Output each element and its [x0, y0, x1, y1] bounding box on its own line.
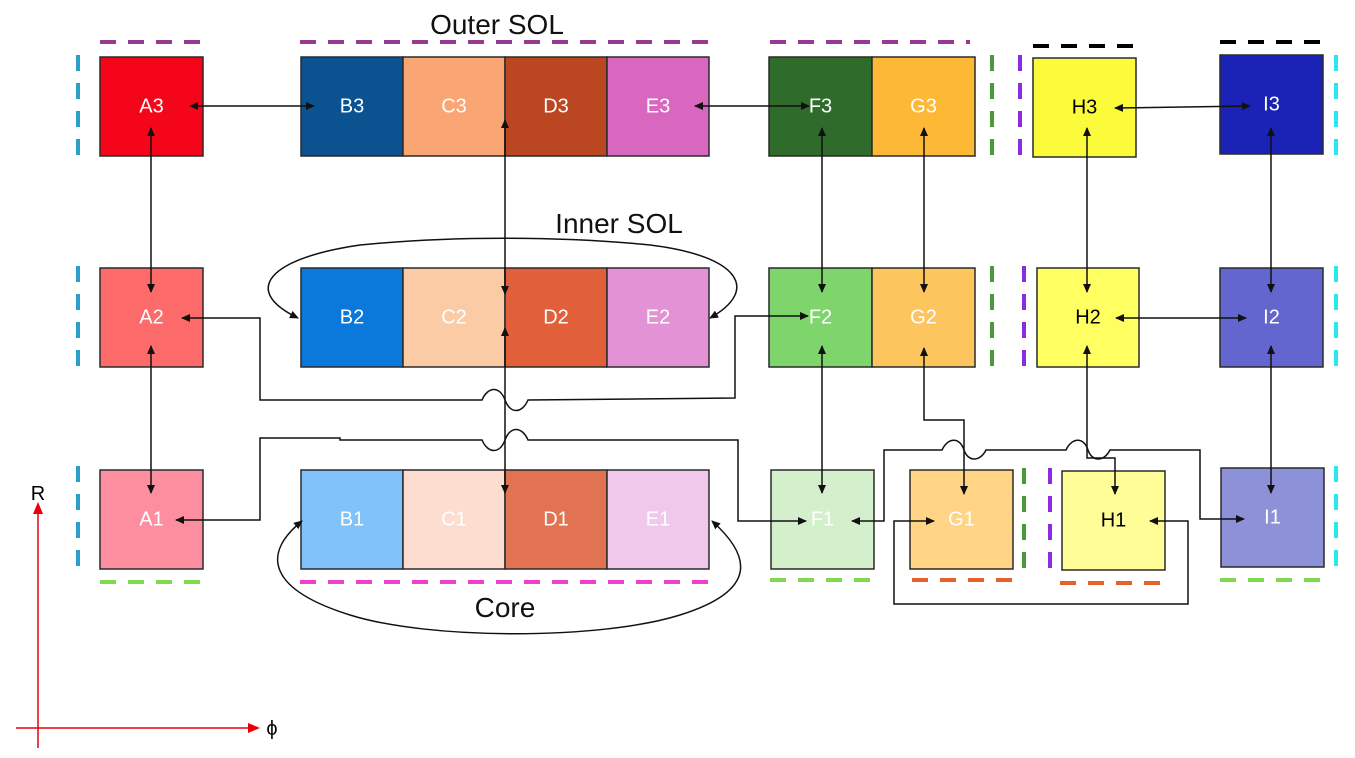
link-b1-e1-loop — [276, 520, 742, 635]
link-a1-f1 — [175, 428, 807, 525]
cell-a1-label: A1 — [139, 509, 163, 531]
cell-f2: F2 — [768, 267, 873, 368]
cell-g3-label: G3 — [910, 96, 937, 118]
link-g1-h1-loop — [893, 517, 1189, 605]
cell-a2-label: A2 — [139, 307, 163, 329]
link-h3-i3 — [1114, 102, 1251, 112]
cell-c3: C3 — [402, 56, 506, 157]
link-h2-h1 — [1083, 345, 1119, 495]
cell-i1-label: I1 — [1264, 507, 1281, 529]
cell-e3-box — [606, 56, 710, 157]
cell-d2-label: D2 — [543, 307, 569, 329]
cell-i3-label: I3 — [1263, 94, 1280, 116]
cell-c1: C1 — [402, 469, 506, 570]
phi-axis-label: ϕ — [266, 718, 277, 740]
link-g2-g1 — [920, 347, 968, 495]
cell-c3-box — [402, 56, 506, 157]
cell-f1-label: F1 — [811, 509, 834, 531]
cell-b2: B2 — [300, 267, 404, 368]
cell-c1-label: C1 — [441, 509, 467, 531]
core-label: Core — [475, 592, 536, 623]
cell-c2-label: C2 — [441, 307, 467, 329]
cell-e2-label: E2 — [646, 307, 670, 329]
r-axis-arrow — [33, 502, 43, 514]
inner-sol-label: Inner SOL — [555, 208, 683, 239]
r-axis-label: R — [31, 483, 45, 505]
cell-h3-label: H3 — [1072, 97, 1098, 119]
cell-g1-label: G1 — [948, 509, 975, 531]
dashed-boundaries — [76, 40, 1338, 585]
cell-i1: I1 — [1220, 467, 1325, 568]
cell-d3-box — [504, 56, 608, 157]
connectors — [147, 102, 1275, 635]
cell-b3: B3 — [300, 56, 404, 157]
cell-b2-label: B2 — [340, 307, 364, 329]
cell-d1-label: D1 — [543, 509, 569, 531]
cell-e2: E2 — [606, 267, 710, 368]
cell-h1-label: H1 — [1101, 510, 1127, 532]
cell-e1-label: E1 — [646, 509, 670, 531]
link-b2-e2-loop — [267, 237, 738, 319]
cell-d2: D2 — [504, 267, 608, 368]
cell-c2: C2 — [402, 267, 506, 368]
link-a2-f2 — [181, 312, 809, 412]
cell-i2-label: I2 — [1263, 307, 1280, 329]
phi-axis-arrow — [248, 723, 260, 733]
cell-f3-label: F3 — [809, 96, 832, 118]
axes: R ϕ — [16, 483, 278, 748]
cell-f2-label: F2 — [809, 307, 832, 329]
cell-e3: E3 — [606, 56, 710, 157]
cell-b1: B1 — [300, 469, 404, 570]
cell-d3-label: D3 — [543, 96, 569, 118]
cell-d1: D1 — [504, 469, 608, 570]
cell-h1: H1 — [1061, 470, 1166, 571]
cell-e3-label: E3 — [646, 96, 670, 118]
cell-g1: G1 — [909, 469, 1014, 570]
cell-d3: D3 — [504, 56, 608, 157]
cell-h2-label: H2 — [1075, 307, 1101, 329]
cell-g2-label: G2 — [910, 307, 937, 329]
outer-sol-label: Outer SOL — [430, 9, 564, 40]
cell-e1: E1 — [606, 469, 710, 570]
cell-b1-label: B1 — [340, 509, 364, 531]
cell-b3-label: B3 — [340, 96, 364, 118]
cell-c3-label: C3 — [441, 96, 467, 118]
cell-a3-label: A3 — [139, 96, 163, 118]
